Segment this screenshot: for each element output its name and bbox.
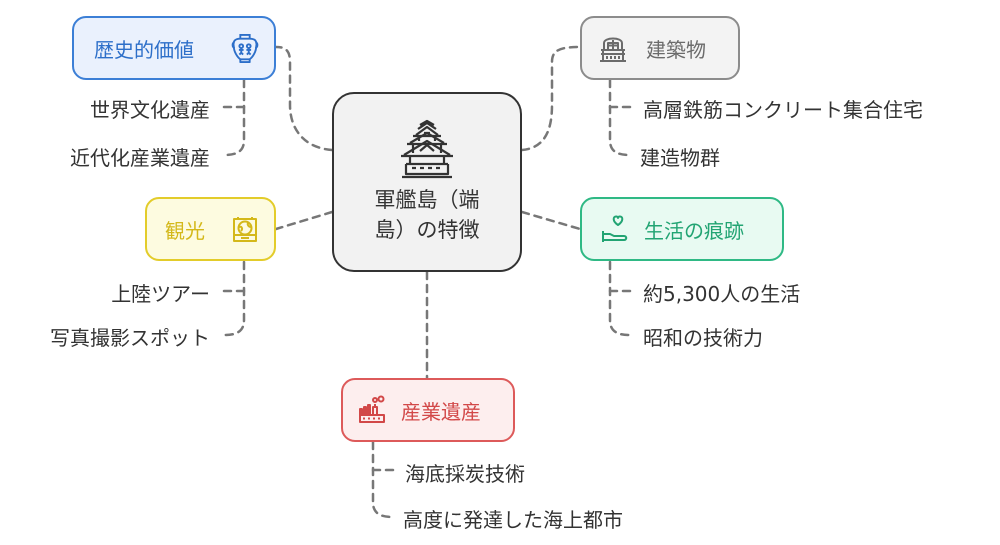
central-title-line1: 軍艦島（端 xyxy=(374,187,480,212)
branch-industry[interactable]: 産業遺産 xyxy=(341,378,515,442)
suitcase-globe-icon xyxy=(233,217,257,242)
factory-icon xyxy=(359,395,385,423)
branch-life[interactable]: 生活の痕跡 xyxy=(580,197,784,261)
leaf-industry-2: 高度に発達した海上都市 xyxy=(403,508,623,532)
connector-architecture-leaves xyxy=(608,78,632,157)
leaf-history-1: 世界文化遺産 xyxy=(90,98,210,122)
branch-architecture[interactable]: 建築物 xyxy=(580,16,740,80)
leaf-architecture-1: 高層鉄筋コンクリート集合住宅 xyxy=(643,98,923,122)
connector-life-leaves xyxy=(608,260,632,337)
connector-center-life xyxy=(520,210,582,231)
branch-history-label: 歴史的価値 xyxy=(94,37,194,62)
branch-life-label: 生活の痕跡 xyxy=(644,218,744,243)
branch-architecture-label: 建築物 xyxy=(646,37,706,62)
central-title-line2: 島）の特徴 xyxy=(374,218,480,242)
connector-industry-leaves xyxy=(371,440,395,519)
branch-industry-label: 産業遺産 xyxy=(401,399,481,424)
connector-tourism-leaves xyxy=(222,260,246,337)
leaf-history-2: 近代化産業遺産 xyxy=(70,146,210,170)
branch-tourism-label: 観光 xyxy=(165,218,205,243)
leaf-tourism-1: 上陸ツアー xyxy=(111,282,210,306)
connector-history-leaves xyxy=(222,78,246,157)
connector-center-tourism xyxy=(274,210,334,231)
connector-center-architecture xyxy=(520,45,582,152)
leaf-tourism-2: 写真撮影スポット xyxy=(50,326,210,350)
leaf-life-1: 約5,300人の生活 xyxy=(643,282,801,306)
leaf-life-2: 昭和の技術力 xyxy=(643,326,763,350)
building-icon xyxy=(600,37,626,62)
connector-center-history xyxy=(274,45,334,152)
branch-tourism[interactable]: 観光 xyxy=(145,197,276,261)
leaf-industry-1: 海底採炭技術 xyxy=(405,462,525,486)
branch-history[interactable]: 歴史的価値 xyxy=(72,16,276,80)
castle-icon xyxy=(401,119,453,178)
amphora-icon xyxy=(231,33,259,63)
hand-heart-icon xyxy=(602,215,628,242)
leaf-architecture-2: 建造物群 xyxy=(640,146,720,170)
central-topic[interactable]: 軍艦島（端 島）の特徴 xyxy=(332,92,522,272)
